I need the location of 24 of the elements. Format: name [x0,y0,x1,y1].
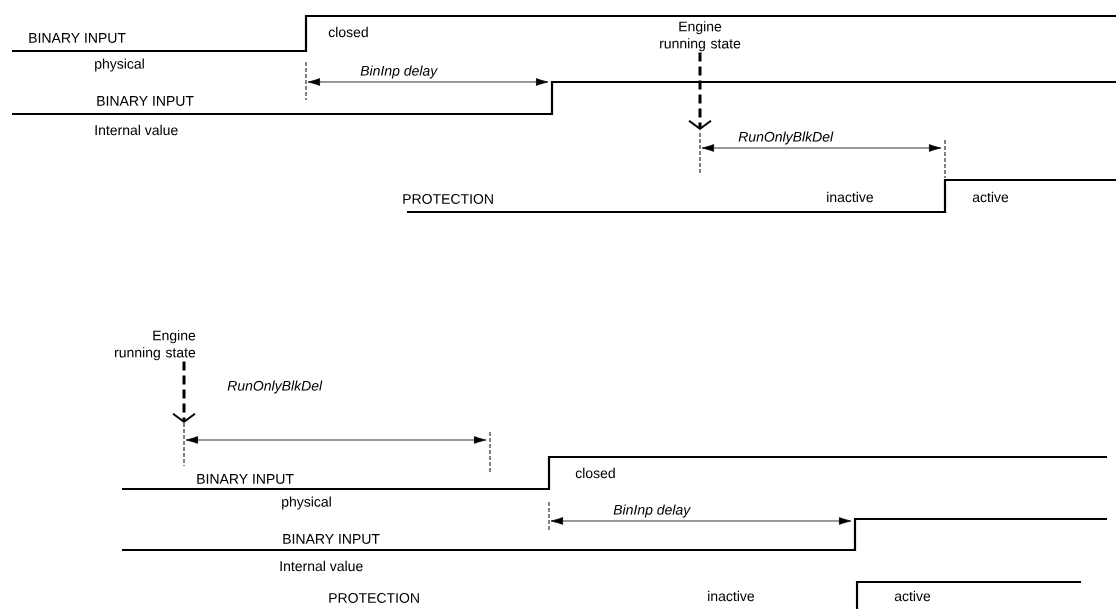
dimension-label: RunOnlyBlkDel [227,380,323,394]
state-label: active [894,590,931,602]
state-label: inactive [708,590,755,602]
state-label: Engine running state [660,21,741,52]
signal-label: Internal value [95,124,178,136]
dimension-label: RunOnlyBlkDel [738,131,834,145]
state-label: closed [328,26,368,38]
signal-label: PROTECTION [329,593,419,603]
arrow [172,361,196,423]
dimension-label: BinInp delay [613,504,691,518]
signal-label: PROTECTION [403,194,493,204]
signal-label: physical [282,496,331,510]
signal-label: Internal value [280,560,363,572]
signal-label: BINARY INPUT [197,474,294,484]
state-label: closed [575,467,615,479]
state-label: active [972,191,1009,203]
state-label: Engine running state [115,330,196,361]
signal-label: BINARY INPUT [29,33,126,43]
signal-label: BINARY INPUT [283,534,380,544]
signal-label: physical [95,58,144,72]
arrow [688,52,712,130]
signal-label: BINARY INPUT [97,96,194,106]
state-label: inactive [827,191,874,203]
dimension-label: BinInp delay [360,65,438,79]
